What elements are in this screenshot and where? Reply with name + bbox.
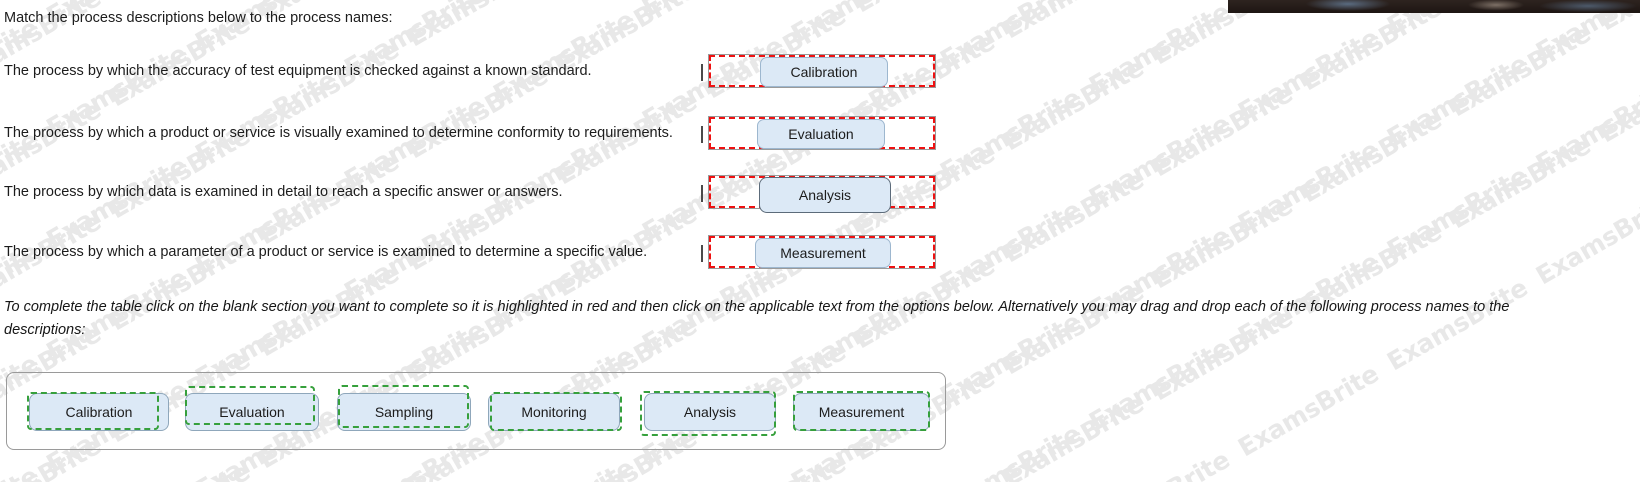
watermark-text: ExamsBrite [402,0,553,53]
watermark-text: ExamsBrite [1445,18,1596,123]
watermark-text: ExamsBrite [1084,0,1235,101]
watermark-text: ExamsBrite [1296,0,1447,97]
option-evaluation-dash-outline[interactable] [185,386,315,425]
watermark-text: ExamsBrite [1445,130,1596,235]
top-banner-image-fragment [1228,0,1640,13]
answer-cell-4[interactable] [708,235,936,269]
instruction-paragraph: To complete the table click on the blank… [4,299,1510,338]
answer-chip-3[interactable]: Analysis [759,177,891,213]
watermark-text: ExamsBrite [631,460,808,482]
watermark-text: ExamsBrite [843,0,1020,30]
option-item-analysis-wrap: Analysis [640,391,776,436]
watermark-text: ExamsBrite [1147,78,1298,183]
watermark-text: ExamsBrite [1593,44,1640,149]
answer-cell-2[interactable] [708,116,936,150]
cell-caret-1 [701,64,703,81]
description-text-2: The process by which a product or servic… [4,125,673,141]
option-analysis-dash-outline[interactable] [640,391,776,436]
watermark-text: ExamsBrite [935,82,1086,187]
option-item-measurement-wrap: Measurement [793,391,930,431]
watermark-text: ExamsBrite [694,0,871,4]
watermark-text: ExamsBrite [1233,358,1384,463]
watermark-text: ExamsBrite [935,418,1086,482]
watermark-text: ExamsBrite [104,120,255,225]
option-item-calibration-wrap: Calibration [27,392,169,431]
watermark-text: ExamsBrite [190,400,341,482]
cell-caret-2 [701,126,703,143]
answer-chip-2[interactable]: Evaluation [757,119,885,149]
watermark-text: ExamsBrite [843,456,1020,482]
description-text-3: The process by which data is examined in… [4,184,563,200]
description-text-4: The process by which a parameter of a pr… [4,244,648,260]
watermark-text: ExamsBrite [929,0,1106,86]
option-sampling[interactable]: Sampling [337,393,471,431]
option-measurement-dash-outline[interactable] [793,391,930,431]
option-item-sampling-wrap: Sampling [337,385,471,431]
answer-chip-4[interactable]: Measurement [755,238,891,268]
watermark-text: ExamsBrite [780,0,957,60]
option-item-evaluation-wrap: Evaluation [185,386,319,431]
watermark-text: ExamsBrite [1382,48,1533,153]
options-tray: Calibration Evaluation Sampling Monitori… [6,372,946,450]
watermark-text: ExamsBrite [631,0,808,34]
watermark-text: ExamsBrite [935,194,1086,299]
watermark-text: ExamsBrite [1382,160,1533,265]
option-sampling-dash-outline[interactable] [338,385,469,428]
watermark-text: ExamsBrite [1531,74,1640,179]
cell-caret-3 [701,185,703,202]
watermark-text: ExamsBrite [488,4,639,109]
watermark-text: ExamsBrite [992,0,1169,56]
cell-caret-4 [701,245,703,262]
watermark-text: ExamsBrite [402,172,553,277]
watermark-row: ExamsBriteExamsBriteExamsBriteExamsBrite… [0,0,1640,184]
question-prompt: Match the process descriptions below to … [4,10,393,26]
watermark-text: ExamsBrite [488,116,639,221]
watermark-text: ExamsBrite [247,464,424,482]
watermark-text: ExamsBrite [998,388,1149,482]
watermark-text: ExamsBrite [190,176,341,281]
watermark-text: ExamsBrite [1531,186,1640,291]
watermark-text: ExamsBrite [1084,108,1235,213]
watermark-text: ExamsBrite [1233,22,1384,127]
watermark-text: ExamsBrite [998,164,1149,269]
option-calibration-dash-outline[interactable] [27,392,159,430]
answer-cell-1[interactable] [708,54,936,88]
watermark-text: ExamsBrite [482,0,659,8]
description-text-1: The process by which the accuracy of tes… [4,63,592,79]
answer-chip-1[interactable]: Calibration [760,57,888,87]
watermark-text: ExamsBrite [1296,104,1447,209]
option-analysis[interactable]: Analysis [644,393,776,431]
option-monitoring[interactable]: Monitoring [488,393,620,431]
watermark-text: ExamsBrite [1078,426,1255,482]
watermark-text: ExamsBrite [1233,134,1384,239]
watermark-text: ExamsBrite [1147,190,1298,295]
option-item-monitoring-wrap: Monitoring [488,392,622,431]
option-monitoring-dash-outline[interactable] [490,392,622,431]
watermark-text: ExamsBrite [998,52,1149,157]
option-measurement[interactable]: Measurement [793,393,930,431]
